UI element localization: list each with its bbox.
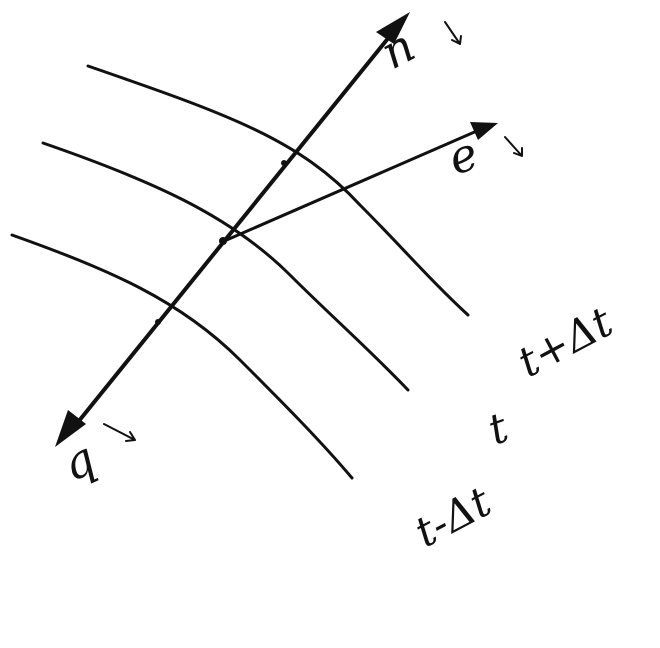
n-overarrow-icon xyxy=(444,21,462,45)
label-t-plus-dt: t+Δt xyxy=(510,297,621,387)
curve-t xyxy=(41,141,410,392)
label-t-minus-dt: t-Δt xyxy=(407,477,499,557)
vector-q-label: q xyxy=(54,431,104,492)
point-middle xyxy=(219,237,227,245)
normal-line xyxy=(68,24,400,434)
curve-t-plus-dt xyxy=(86,64,470,317)
point-lower xyxy=(155,319,161,325)
e-arrowhead xyxy=(470,122,498,140)
point-upper xyxy=(281,160,287,166)
n-arrowhead xyxy=(376,12,410,44)
curve-t-minus-dt xyxy=(10,233,354,480)
e-vector-line xyxy=(220,125,488,244)
q-overarrow-icon xyxy=(103,423,136,442)
label-t: t xyxy=(482,403,515,455)
e-overarrow-icon xyxy=(504,136,523,157)
q-arrowhead xyxy=(55,410,86,447)
